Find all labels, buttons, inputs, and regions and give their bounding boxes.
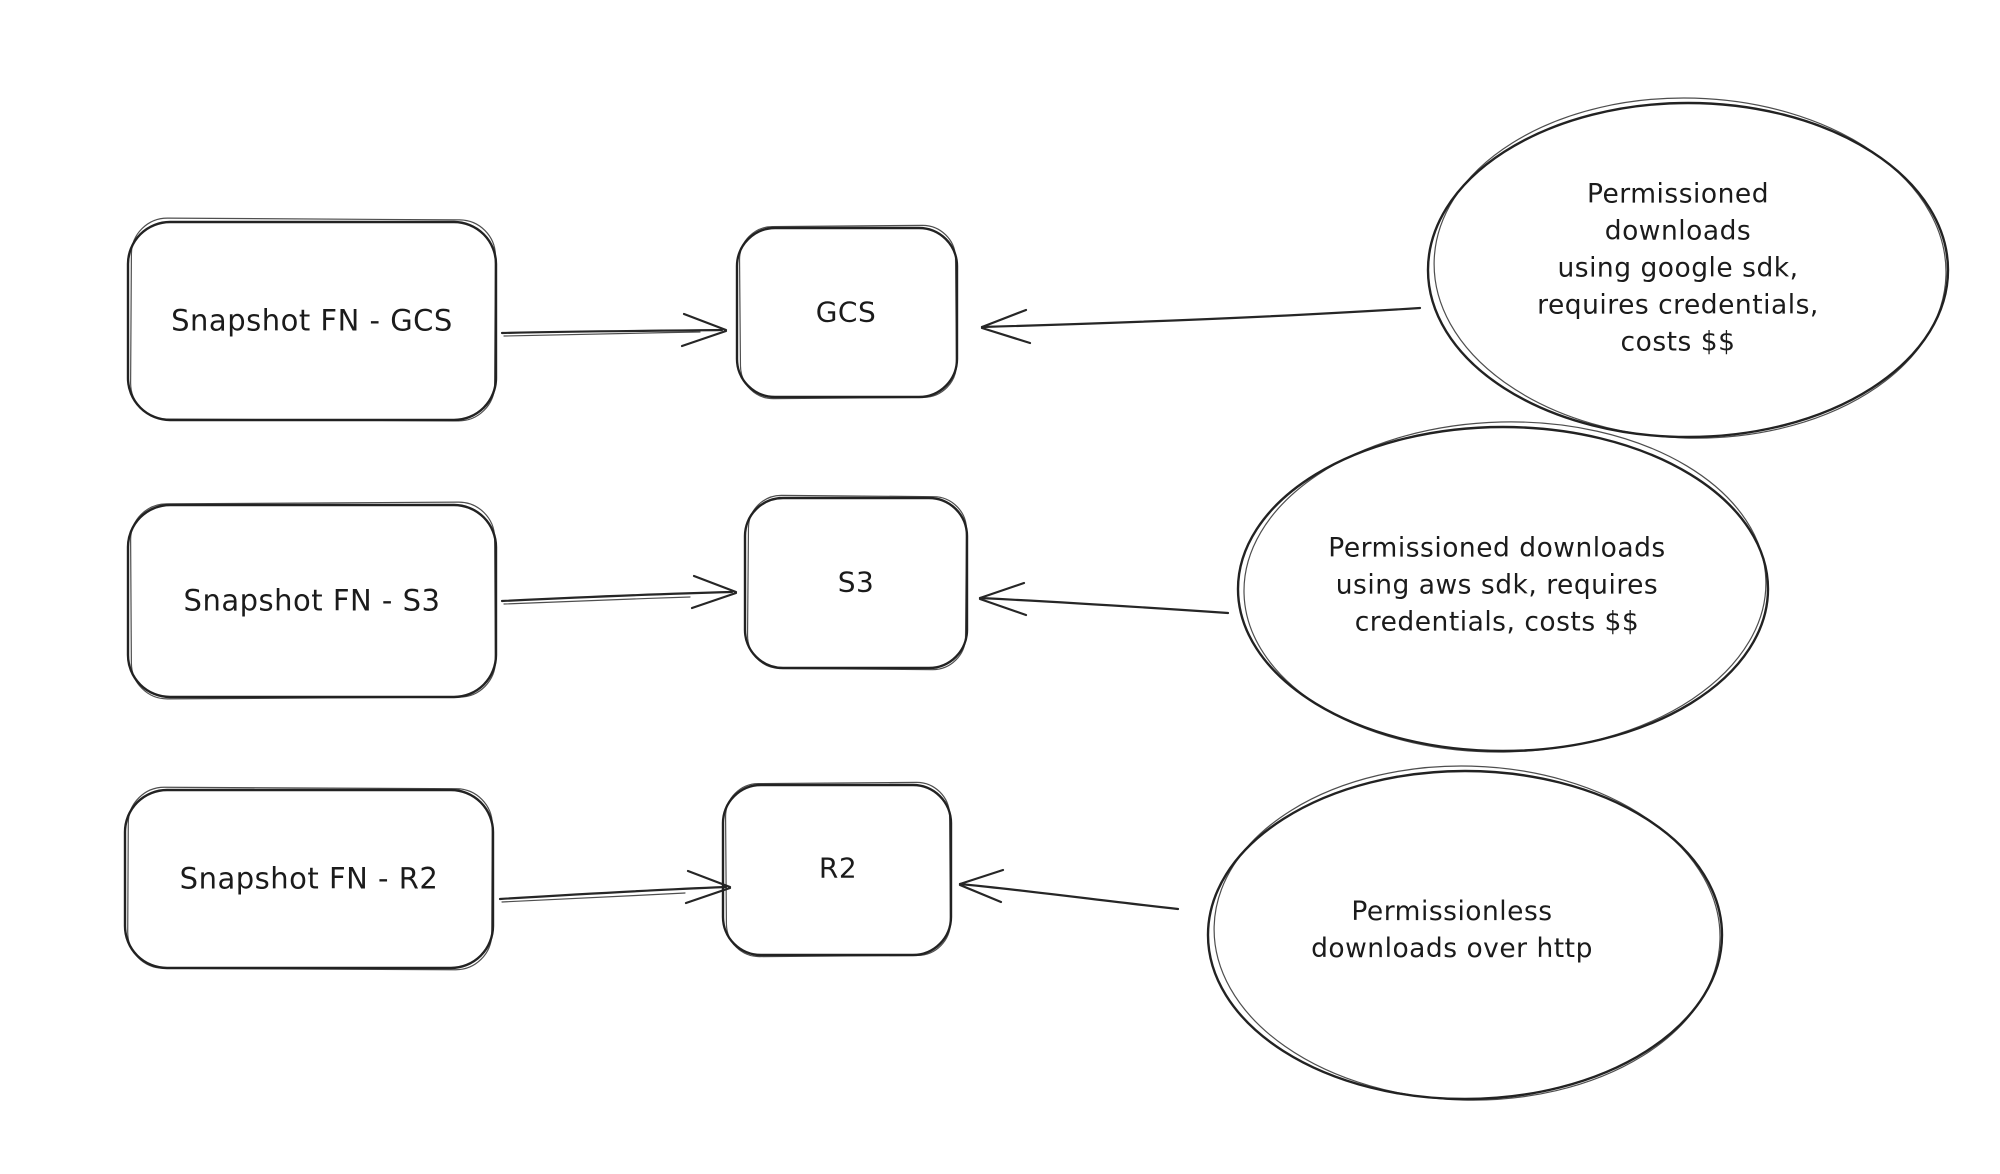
- store-box-gcs: [735, 224, 959, 400]
- arrow-note-to-s3: [978, 581, 1230, 617]
- arrow-note-to-gcs: [980, 306, 1422, 345]
- store-box-r2-label: R2: [818, 851, 858, 885]
- source-box-s3-label: Snapshot FN - S3: [183, 583, 441, 618]
- arrow-note-to-r2: [958, 868, 1180, 911]
- arrow-snapshot-to-gcs: [500, 312, 728, 348]
- source-box-gcs: [126, 217, 498, 422]
- store-box-s3-label: S3: [837, 565, 875, 599]
- arrow-snapshot-to-s3: [500, 574, 738, 610]
- store-box-r2: [721, 781, 953, 958]
- arrow-snapshot-to-r2: [498, 869, 732, 905]
- note-ellipse-s3: [1236, 421, 1770, 753]
- store-box-s3: [743, 494, 969, 671]
- source-box-gcs-label: Snapshot FN - GCS: [171, 303, 453, 338]
- source-box-r2-label: Snapshot FN - R2: [179, 861, 439, 896]
- note-ellipse-gcs: [1426, 97, 1950, 439]
- source-box-r2: [123, 786, 495, 971]
- note-s3-label: Permissioned downloads using aws sdk, re…: [1328, 532, 1666, 638]
- note-gcs-label: Permissioned downloads using google sdk,…: [1537, 178, 1819, 358]
- store-box-gcs-label: GCS: [815, 295, 877, 329]
- source-box-s3: [126, 501, 498, 700]
- note-ellipse-r2: [1206, 765, 1724, 1101]
- note-r2-label: Permissionless downloads over http: [1311, 895, 1593, 964]
